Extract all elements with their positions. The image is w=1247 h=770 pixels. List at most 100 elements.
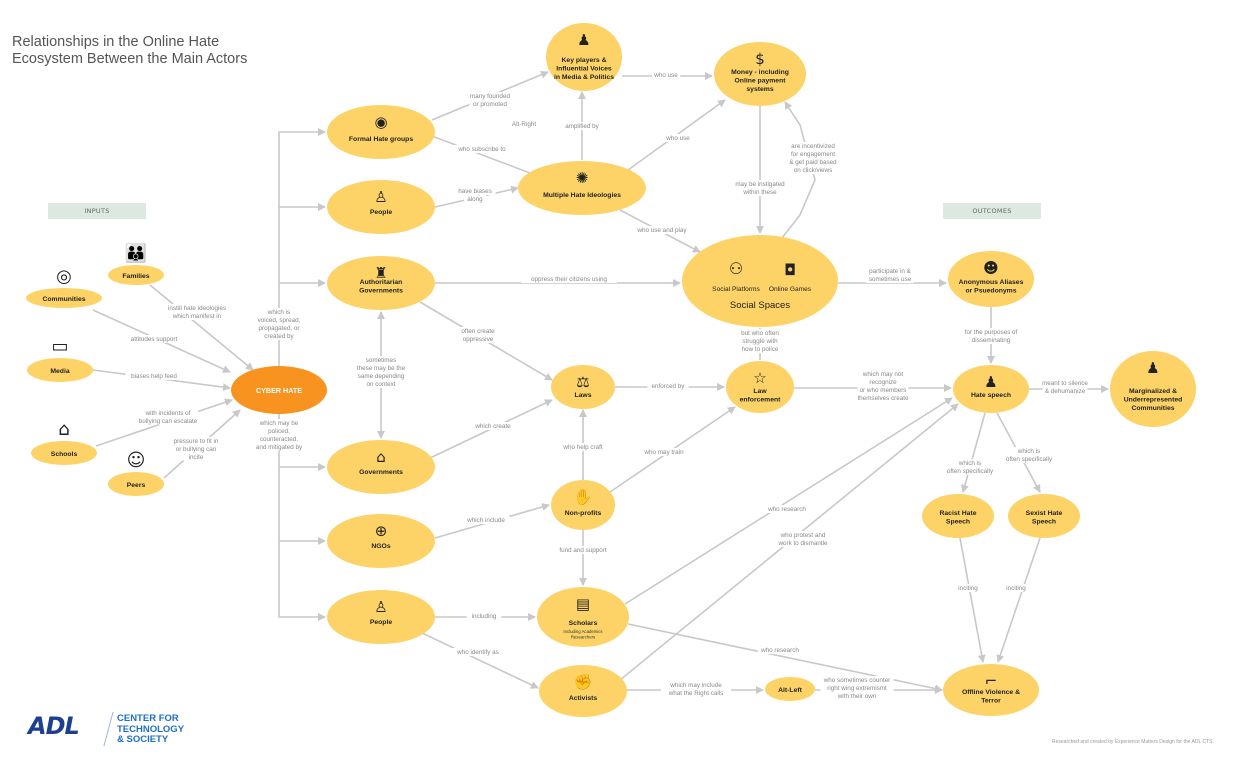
node-formal-hate-groups[interactable]: ◉Formal Hate groups xyxy=(327,105,435,159)
edge-label-line: which manifest in xyxy=(172,313,222,320)
node-shape xyxy=(327,440,435,494)
node-alt-left[interactable]: Alt-Left xyxy=(765,677,815,701)
node-people-top[interactable]: ♙People xyxy=(327,180,435,234)
node-label: systems xyxy=(746,86,773,93)
node-shape xyxy=(539,665,627,717)
edge-label-line: recognize xyxy=(869,379,897,386)
node-label: or Psuedonyms xyxy=(966,288,1017,295)
node-label: Marginalized & xyxy=(1129,388,1177,395)
books-icon: ▤ xyxy=(576,595,590,613)
node-label: Laws xyxy=(575,392,592,399)
edge-label-line: sometimes use xyxy=(869,276,912,283)
node-shape xyxy=(518,161,646,215)
edge-label-line: often specifically xyxy=(947,468,994,475)
edge-label-line: who sometimes counter xyxy=(823,677,891,684)
edge-label-line: & get paid based xyxy=(789,159,837,166)
edge-label-line: but who often xyxy=(741,330,779,337)
node-shape xyxy=(765,677,815,701)
edge-label-enforced-by: enforced by xyxy=(647,382,689,390)
star-icon: ☆ xyxy=(753,369,766,387)
hand-coin-icon: ✋ xyxy=(574,488,593,506)
edge-label-line: on click/views xyxy=(794,167,833,174)
node-activists[interactable]: ✊Activists xyxy=(539,665,627,717)
node-governments[interactable]: ⌂Governments xyxy=(327,440,435,494)
edge-label-attitudes: attitudes support xyxy=(123,335,185,343)
edge-families xyxy=(149,284,254,371)
node-families[interactable]: 👪Families xyxy=(108,242,164,285)
edge-label-line: Alt-Right xyxy=(512,121,536,128)
node-shape xyxy=(31,441,97,465)
edge-label-line: how to police xyxy=(742,346,779,353)
node-schools[interactable]: ⌂Schools xyxy=(31,419,97,465)
node-multiple-ideologies[interactable]: ✺Multiple Hate Ideologies xyxy=(518,161,646,215)
node-peers[interactable]: ☺Peers xyxy=(108,450,164,496)
edge-label-line: on context xyxy=(366,381,395,388)
edge-people-activists xyxy=(419,631,539,689)
edge-label-line: bullying can escalate xyxy=(139,418,198,425)
edge-label-line: pressure to fit in xyxy=(174,438,219,445)
influencers-icon: ♟ xyxy=(577,31,590,49)
node-ngos[interactable]: ⊕NGOs xyxy=(327,514,435,568)
edge-label-who-research-2: who research xyxy=(757,646,803,654)
edge-label-line: or bullying can xyxy=(176,446,217,453)
node-people-bottom[interactable]: ♙People xyxy=(327,590,435,644)
capitol-icon: ⌂ xyxy=(376,448,386,466)
node-shape xyxy=(682,235,838,327)
edge-label-silence: meant to silence& dehumanize xyxy=(1036,379,1094,395)
node-shape xyxy=(1110,351,1196,427)
edge-label-line: for engagement xyxy=(791,151,835,158)
edge-label-line: sometimes xyxy=(366,357,396,364)
node-label: Money - including xyxy=(731,69,789,76)
edge-label-line: oppress their citizens using xyxy=(531,276,607,283)
node-laws[interactable]: ⚖Laws xyxy=(551,365,615,409)
edge-label-line: have biases xyxy=(458,188,492,195)
group-eye-icon: ◉ xyxy=(374,113,387,131)
node-shape xyxy=(327,105,435,159)
edge-cyber-up-trunk xyxy=(278,128,326,366)
node-sub-label: Researchers xyxy=(571,635,595,640)
node-label: Law xyxy=(753,388,767,395)
edge-racist-violence xyxy=(959,537,986,663)
node-hate-speech[interactable]: ♟Hate speech xyxy=(953,365,1029,413)
edge-label-line: which include xyxy=(466,517,505,524)
edge-label-which-include: which include xyxy=(462,516,510,524)
fist-icon: ✊ xyxy=(574,673,593,691)
edge-label-line: which may not xyxy=(862,371,903,378)
node-non-profits[interactable]: ✋Non-profits xyxy=(551,480,615,530)
edge-label-line: who subscribe to xyxy=(457,146,506,153)
edge-label-line: fund and support xyxy=(559,547,607,554)
community-icon: ◎ xyxy=(56,266,72,287)
crowd-icon: ♟ xyxy=(984,373,997,391)
globe-icon: ⊕ xyxy=(375,522,388,540)
node-marginalized[interactable]: ♟Marginalized &UnderrepresentedCommuniti… xyxy=(1110,351,1196,427)
node-shape xyxy=(231,366,327,414)
edge-label-line: which may be xyxy=(259,420,299,427)
edge-label-line: amplified by xyxy=(565,123,599,130)
node-offline-violence[interactable]: ⌐Offline Violence &Terror xyxy=(943,664,1039,716)
node-communities[interactable]: ◎Communities xyxy=(26,266,102,308)
edge-label-line: along xyxy=(467,196,483,203)
node-media[interactable]: ▭Media xyxy=(27,336,93,382)
node-shape xyxy=(327,590,435,644)
edge-social-money xyxy=(781,101,816,239)
node-cyber-hate[interactable]: CYBER HATE xyxy=(231,366,327,414)
ideology-icon: ✺ xyxy=(576,169,589,187)
